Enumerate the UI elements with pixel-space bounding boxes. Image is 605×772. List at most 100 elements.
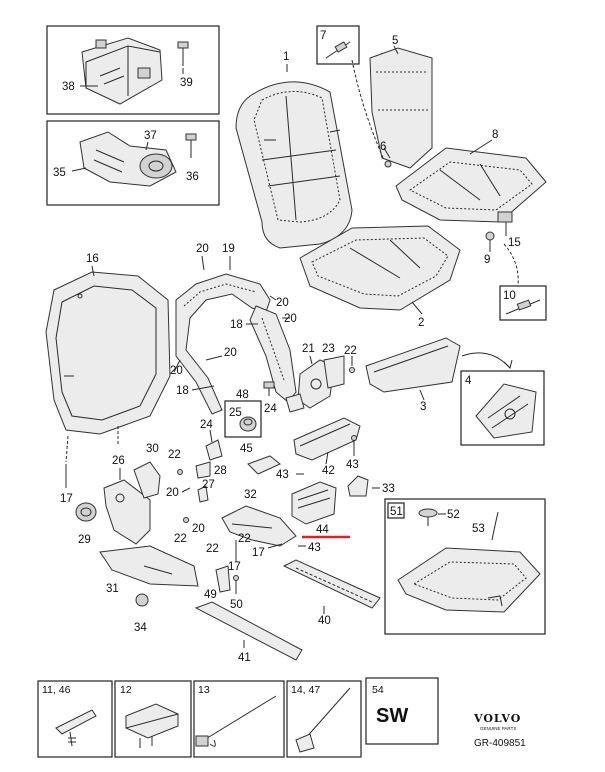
label-22c: 22 (174, 533, 187, 545)
label-40: 40 (318, 615, 331, 627)
clip-icon (55, 709, 97, 747)
legend-label-11-46: 11, 46 (42, 684, 71, 696)
label-19: 19 (222, 243, 235, 255)
label-42: 42 (322, 465, 335, 477)
rail-41 (194, 601, 303, 661)
frame-32 (221, 505, 297, 547)
label-16: 16 (86, 253, 99, 265)
clamp-icon (125, 703, 179, 748)
brand-name: VOLVO (473, 712, 521, 725)
label-52: 52 (447, 509, 460, 521)
label-35: 35 (53, 167, 66, 179)
label-23: 23 (322, 343, 335, 355)
label-39: 39 (180, 77, 193, 89)
label-28: 28 (214, 465, 227, 477)
label-10: 10 (503, 290, 516, 302)
label-27: 27 (202, 479, 215, 491)
label-20d: 20 (224, 347, 237, 359)
label-29: 29 (78, 534, 91, 546)
trim-31 (99, 545, 199, 587)
label-15: 15 (508, 237, 521, 249)
legend-label-14-47: 14, 47 (291, 684, 320, 696)
label-44: 44 (316, 524, 329, 536)
label-25: 25 (229, 407, 242, 419)
label-24b: 24 (200, 419, 213, 431)
bracket-45 (247, 455, 281, 475)
label-18a: 18 (230, 319, 243, 331)
push-pin-52 (418, 508, 438, 526)
bracket-24 (285, 393, 305, 413)
label-49: 49 (204, 589, 217, 601)
seat-motor-44 (291, 481, 337, 525)
label-17b: 17 (228, 561, 241, 573)
label-20g: 20 (192, 523, 205, 535)
label-33: 33 (382, 483, 395, 495)
label-2: 2 (418, 317, 424, 329)
inset-box-control-module: 38 39 (46, 25, 220, 115)
backrest-frame-19 (175, 273, 271, 415)
seat-cushion-2 (299, 225, 461, 311)
label-24a: 24 (264, 403, 277, 415)
screw-39-drawing (177, 41, 189, 66)
label-22b: 22 (168, 449, 181, 461)
label-1: 1 (283, 51, 289, 63)
inset-box-51: 51 52 53 (384, 498, 546, 635)
label-43b: 43 (276, 469, 289, 481)
label-9: 9 (484, 254, 490, 266)
label-20a: 20 (196, 243, 209, 255)
back-panel-16 (45, 271, 171, 435)
diagram-reference: GR-409851 (474, 738, 526, 749)
label-20e: 20 (170, 365, 183, 377)
label-6: 6 (380, 141, 386, 153)
rail-42 (293, 417, 361, 461)
bushing-25-box: 25 (224, 400, 262, 438)
label-8: 8 (492, 129, 498, 141)
brand-subtitle: GENUINE PARTS (480, 726, 516, 731)
label-7: 7 (320, 30, 326, 42)
bracket-24b (205, 439, 223, 461)
legend-sw-text: SW (376, 705, 408, 727)
part-28 (195, 461, 211, 479)
label-32: 32 (244, 489, 257, 501)
label-48: 48 (236, 389, 249, 401)
screw-36-drawing (185, 133, 197, 158)
label-50: 50 (230, 599, 243, 611)
label-17c: 17 (252, 547, 265, 559)
bracket-30 (133, 461, 161, 499)
label-3: 3 (420, 401, 426, 413)
rail-40 (282, 559, 381, 609)
label-31: 31 (106, 583, 119, 595)
label-22e: 22 (238, 533, 251, 545)
label-20b: 20 (276, 297, 289, 309)
label-17a: 17 (60, 493, 73, 505)
bracket-23 (323, 355, 345, 389)
label-43a: 43 (346, 459, 359, 471)
label-22a: 22 (344, 345, 357, 357)
label-21: 21 (302, 343, 315, 355)
label-51: 51 (390, 506, 403, 518)
backrest-cover-5 (369, 47, 433, 169)
label-4: 4 (465, 375, 472, 387)
knob-29 (75, 502, 97, 522)
label-41: 41 (238, 652, 251, 664)
label-34: 34 (134, 622, 147, 634)
inset-box-4: 4 (460, 370, 545, 446)
label-38: 38 (62, 81, 75, 93)
sensor-7-box: 7 (316, 25, 360, 65)
bracket-49 (215, 565, 231, 593)
seat-cover-8 (395, 147, 547, 223)
side-panel-3 (365, 337, 461, 393)
label-26: 26 (112, 455, 125, 467)
clip-27 (197, 485, 209, 503)
inset-box-motor: 35 36 37 (46, 120, 220, 206)
label-37: 37 (144, 130, 157, 142)
clip-48 (263, 381, 275, 396)
label-20c: 20 (284, 313, 297, 325)
legend-label-12: 12 (120, 684, 132, 696)
label-43c: 43 (308, 542, 321, 554)
legend-label-54: 54 (372, 684, 384, 696)
label-45: 45 (240, 443, 253, 455)
knob-34 (135, 593, 149, 607)
motor-drawing (79, 131, 177, 187)
